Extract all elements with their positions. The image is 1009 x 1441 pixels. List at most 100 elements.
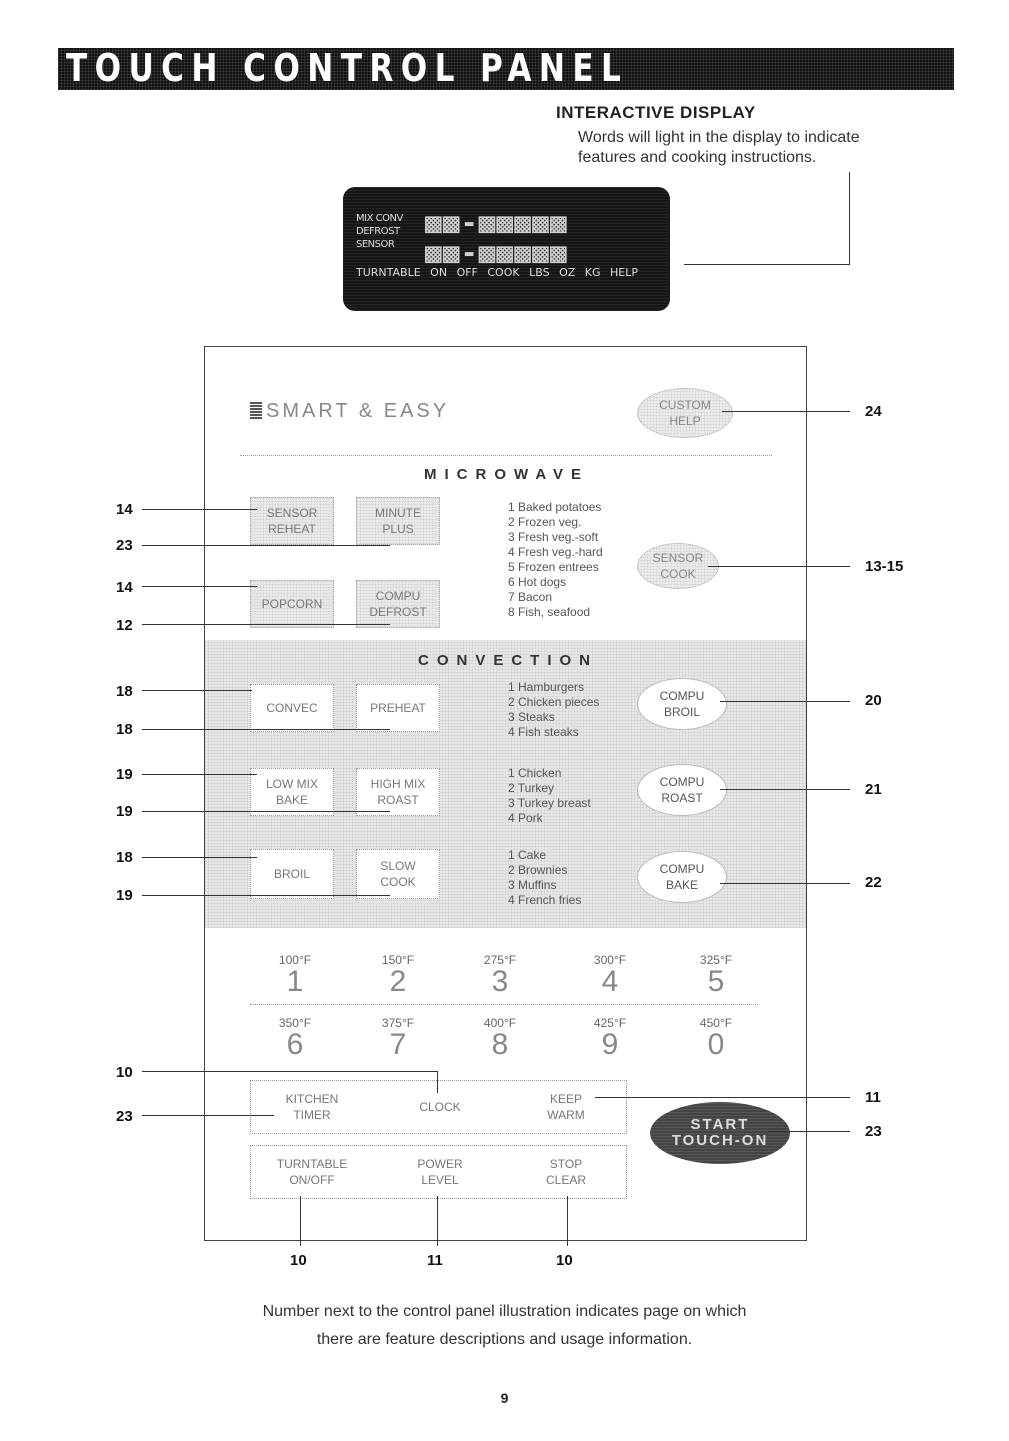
leader-line bbox=[142, 545, 390, 546]
button-label: SENSOR bbox=[266, 506, 318, 520]
callout-number: 23 bbox=[116, 537, 133, 554]
lcd-word: MIX CONV bbox=[356, 213, 403, 224]
high-mix-roast-button[interactable]: HIGH MIX ROAST bbox=[356, 768, 440, 816]
list-item: 3 Muffins bbox=[508, 878, 557, 892]
button-label: CONVEC bbox=[266, 701, 318, 715]
broil-button[interactable]: BROIL bbox=[250, 849, 334, 899]
compu-broil-list: 1 Hamburgers 2 Chicken pieces 3 Steaks 4… bbox=[508, 680, 599, 740]
leader-line bbox=[142, 1071, 438, 1072]
leader-line bbox=[142, 729, 390, 730]
compu-roast-button[interactable]: COMPU ROAST bbox=[637, 764, 727, 816]
title-bar bbox=[58, 48, 954, 90]
popcorn-button[interactable]: POPCORN bbox=[250, 580, 334, 628]
list-item: 4 French fries bbox=[508, 893, 582, 907]
button-label: PREHEAT bbox=[370, 701, 426, 715]
control-panel bbox=[204, 346, 807, 1241]
list-item: 2 Chicken pieces bbox=[508, 695, 600, 709]
number-key-8[interactable]: 8 bbox=[491, 1028, 509, 1061]
power-level-button[interactable]: POWER LEVEL bbox=[380, 1148, 500, 1196]
list-item: 1 Chicken bbox=[508, 766, 562, 780]
button-label: POWER bbox=[417, 1157, 463, 1171]
leader-line bbox=[437, 1071, 438, 1093]
lcd-word: DEFROST bbox=[356, 226, 400, 237]
leader-line bbox=[567, 1196, 568, 1246]
leader-line bbox=[437, 1196, 438, 1246]
compu-broil-button[interactable]: COMPU BROIL bbox=[637, 678, 727, 730]
number-key-6[interactable]: 6 bbox=[286, 1028, 304, 1061]
number-key-4[interactable]: 4 bbox=[601, 965, 619, 998]
button-label: ON/OFF bbox=[289, 1173, 335, 1187]
leader-line bbox=[768, 1131, 850, 1132]
callout-number: 10 bbox=[556, 1252, 573, 1269]
stop-clear-button[interactable]: STOP CLEAR bbox=[508, 1148, 624, 1196]
temp-label: 375°F bbox=[381, 1016, 415, 1030]
sensor-cook-list: 1 Baked potatoes 2 Frozen veg. 3 Fresh v… bbox=[508, 500, 603, 620]
display-description: Words will light in the display to indic… bbox=[578, 128, 938, 168]
start-button[interactable]: START TOUCH-ON bbox=[650, 1102, 790, 1164]
button-label: TURNTABLE bbox=[276, 1157, 348, 1171]
button-label: CLEAR bbox=[545, 1173, 586, 1187]
preheat-button[interactable]: PREHEAT bbox=[356, 684, 440, 732]
microwave-label: MICROWAVE bbox=[424, 466, 590, 483]
button-label: LOW MIX bbox=[265, 777, 318, 791]
number-key-0[interactable]: 0 bbox=[707, 1028, 725, 1061]
compu-bake-list: 1 Cake 2 Brownies 3 Muffins 4 French fri… bbox=[508, 848, 581, 908]
leader-line bbox=[142, 895, 390, 896]
list-item: 2 Frozen veg. bbox=[508, 515, 582, 529]
leader-line bbox=[142, 509, 257, 510]
callout-number: 19 bbox=[116, 803, 133, 820]
button-label: START bbox=[690, 1116, 750, 1133]
convec-button[interactable]: CONVEC bbox=[250, 684, 334, 732]
turntable-button[interactable]: TURNTABLE ON/OFF bbox=[252, 1148, 372, 1196]
minute-plus-button[interactable]: MINUTE PLUS bbox=[356, 497, 440, 545]
number-key-3[interactable]: 3 bbox=[491, 965, 509, 998]
leader-line bbox=[142, 857, 257, 858]
footer-line1: Number next to the control panel illustr… bbox=[262, 1303, 747, 1320]
list-item: 5 Frozen entrees bbox=[508, 560, 599, 574]
callout-number: 22 bbox=[865, 874, 882, 891]
list-item: 1 Hamburgers bbox=[508, 680, 585, 694]
button-label: CLOCK bbox=[419, 1100, 461, 1114]
number-key-5[interactable]: 5 bbox=[707, 965, 725, 998]
number-key-7[interactable]: 7 bbox=[389, 1028, 407, 1061]
button-label: WARM bbox=[547, 1108, 585, 1122]
button-label: STOP bbox=[549, 1157, 583, 1171]
brand-icon bbox=[250, 401, 262, 419]
number-key-1[interactable]: 1 bbox=[286, 965, 304, 998]
leader-line bbox=[300, 1196, 301, 1246]
callout-number: 18 bbox=[116, 683, 133, 700]
sensor-cook-button[interactable]: SENSOR COOK bbox=[637, 543, 719, 589]
list-item: 4 Fish steaks bbox=[508, 725, 579, 739]
page-number: 9 bbox=[500, 1390, 509, 1406]
temp-label: 325°F bbox=[699, 953, 733, 967]
low-mix-bake-button[interactable]: LOW MIX BAKE bbox=[250, 768, 334, 816]
clock-button[interactable]: CLOCK bbox=[380, 1083, 500, 1131]
button-label: BROIL bbox=[663, 705, 700, 719]
number-key-9[interactable]: 9 bbox=[601, 1028, 619, 1061]
button-label: BAKE bbox=[275, 793, 308, 807]
number-key-2[interactable]: 2 bbox=[389, 965, 407, 998]
leader-line bbox=[142, 811, 390, 812]
lcd-word: KG bbox=[584, 266, 601, 279]
button-label: COOK bbox=[660, 567, 696, 581]
callout-number: 10 bbox=[116, 1064, 133, 1081]
callout-number: 14 bbox=[116, 579, 133, 596]
button-label: SENSOR bbox=[652, 551, 704, 565]
sensor-reheat-button[interactable]: SENSOR REHEAT bbox=[250, 497, 334, 545]
keep-warm-button[interactable]: KEEP WARM bbox=[508, 1083, 624, 1131]
slow-cook-button[interactable]: SLOW COOK bbox=[356, 849, 440, 899]
kitchen-timer-button[interactable]: KITCHEN TIMER bbox=[252, 1083, 372, 1131]
button-label: COMPU bbox=[659, 689, 705, 703]
display-leader-h bbox=[684, 264, 850, 265]
button-label: ROAST bbox=[661, 791, 703, 805]
display-leader-v bbox=[849, 172, 850, 264]
compu-bake-button[interactable]: COMPU BAKE bbox=[637, 851, 727, 903]
list-item: 2 Brownies bbox=[508, 863, 568, 877]
compu-defrost-button[interactable]: COMPU DEFROST bbox=[356, 580, 440, 628]
compu-roast-list: 1 Chicken 2 Turkey 3 Turkey breast 4 Por… bbox=[508, 766, 591, 826]
button-label: LEVEL bbox=[421, 1173, 459, 1187]
button-label: CUSTOM bbox=[659, 398, 711, 412]
button-label: KEEP bbox=[549, 1092, 582, 1106]
callout-number: 13-15 bbox=[865, 558, 904, 575]
custom-help-button[interactable]: CUSTOM HELP bbox=[637, 388, 733, 438]
